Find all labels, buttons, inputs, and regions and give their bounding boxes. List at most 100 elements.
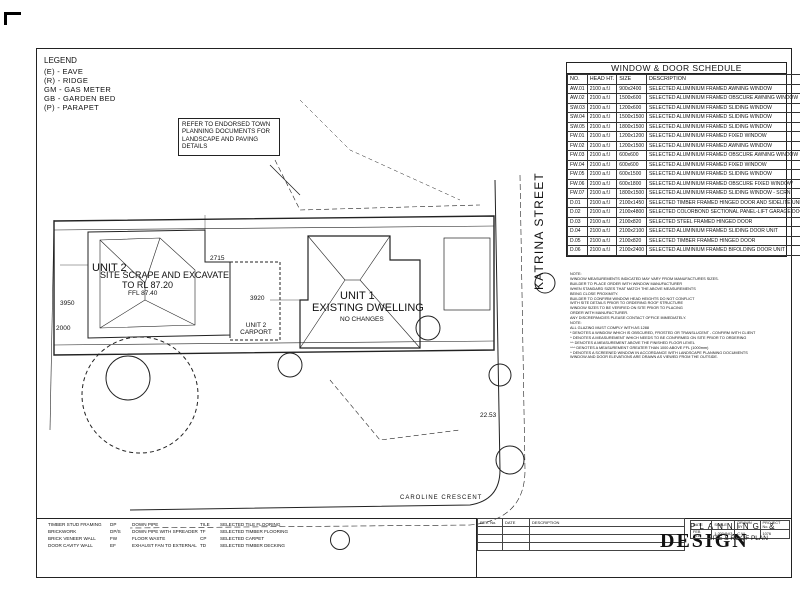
schedule-note: WITH SITE DETAILS PRIOR TO ORDERING ROOF… — [570, 301, 684, 306]
schedule-cell: D.04 — [567, 226, 588, 237]
fence-line — [53, 225, 495, 231]
tree-trunk-zone — [105, 355, 151, 401]
street-kerb-outer — [129, 174, 526, 529]
project-info: DATE SCALE DRAWN BY PROJECT No. FEB 2011… — [689, 520, 791, 539]
schedule-cell: SELECTED ALUMINIUM FRAMED SLIDING WINDOW… — [646, 188, 800, 199]
drawing-title: SITE & ROOF PLAN — [708, 535, 768, 542]
key-item: BRICK VENEER WALL — [48, 536, 96, 541]
schedule-cell: D.03 — [567, 216, 588, 227]
schedule-cell: 1500x600 — [616, 93, 648, 104]
key-item: BRICKWORK — [48, 529, 77, 534]
street-tree — [488, 363, 512, 387]
schedule-cell: SELECTED TIMBER FRAMED HINGED DOOR AND S… — [646, 197, 800, 208]
schedule-cell: D.02 — [567, 207, 588, 218]
unit1-rear-slab — [443, 237, 491, 311]
key-code: FW — [110, 536, 118, 541]
key-code: EF — [110, 543, 116, 548]
unit1-label: UNIT 1 — [340, 290, 375, 302]
key-column-drainage: DOWN PIPE DOWN PIPE WITH SPREADER FLOOR … — [132, 521, 198, 549]
schedule-cell: 2100 a.f.l — [586, 197, 618, 208]
fence-line — [53, 340, 495, 346]
key-item: SELECTED TIMBER FLOORING — [220, 529, 289, 534]
schedule-cell: 900x2400 — [616, 83, 648, 94]
schedule-note: BUILDER TO CONFIRM WINDOW HEAD HEIGHTS D… — [570, 296, 695, 301]
schedule-cell: 2100 a.f.l — [586, 83, 618, 94]
schedule-cell: SW.03 — [567, 102, 588, 113]
schedule-cell: 1200x1500 — [616, 140, 648, 151]
schedule-note: ORDER WITH MANUFACTURER. — [570, 311, 629, 316]
key-item: DOWN PIPE — [132, 522, 159, 527]
schedule-cell: FW.04 — [567, 159, 588, 170]
schedule-cell: SELECTED ALUMINIUM FRAMED OBSCURE AWNING… — [646, 93, 800, 104]
schedule-cell: 2100x2100 — [616, 226, 648, 237]
schedule-cell: SELECTED ALUMINIUM FRAMED SLIDING WINDOW — [646, 169, 800, 180]
unit2-ffl-label: FFL 87.40 — [128, 290, 158, 297]
schedule-cell: SELECTED ALUMINIUM FRAMED BIFOLDING DOOR… — [646, 245, 800, 256]
schedule-cell: SELECTED ALUMINIUM FRAMED SLIDING WINDOW — [646, 112, 800, 123]
revision-table: REV. No. DATE DESCRIPTION — [476, 518, 687, 578]
dimension: 2000 — [56, 325, 71, 332]
tree — [277, 352, 303, 378]
street-name-caroline: CAROLINE CRESCENT — [400, 495, 483, 501]
schedule-cell: 2100 a.f.l — [586, 169, 618, 180]
schedule-cell: 1500x1500 — [616, 112, 648, 123]
key-code: TD — [200, 543, 207, 548]
proj-header: DATE — [689, 520, 713, 530]
schedule-cell: 2100 a.f.l — [586, 245, 618, 256]
key-column-codes3: TILE TF CP TD — [200, 521, 210, 549]
schedule-header: DESCRIPTION — [646, 74, 800, 85]
consultant-logo-icon — [330, 530, 350, 550]
key-item: EXHAUST FAN TO EXTERNAL — [132, 543, 197, 548]
street-tree — [495, 445, 525, 475]
neighbour-boundary — [274, 159, 481, 211]
legend-item: GM - GAS METER — [44, 85, 112, 94]
key-item: SELECTED CARPET — [220, 536, 265, 541]
key-code: TF — [200, 529, 206, 534]
schedule-cell: FW.07 — [567, 188, 588, 199]
schedule-cell: 2100 a.f.l — [586, 159, 618, 170]
legend-item: GB - GARDEN BED — [44, 94, 116, 103]
schedule-notes: NOTE:WINDOW MEASUREMENTS INDICATED MAY V… — [570, 272, 784, 360]
schedule-cell: D.05 — [567, 235, 588, 246]
schedule-title: WINDOW & DOOR SCHEDULE — [567, 63, 786, 74]
schedule-cell: SELECTED COLORBOND SECTIONAL PANEL-LIFT … — [646, 207, 800, 218]
schedule-cell: SW.05 — [567, 121, 588, 132]
unit2-roof-inner — [99, 237, 196, 329]
schedule-cell: 1800x1500 — [616, 121, 648, 132]
legend-item: (E) - EAVE — [44, 67, 84, 76]
schedule-cell: D.01 — [567, 197, 588, 208]
schedule-cell: 2100 a.f.l — [586, 93, 618, 104]
schedule-header: SIZE — [616, 74, 648, 85]
schedule-cell: 600x1500 — [616, 169, 648, 180]
schedule-note: BUILDER TO PLACE ORDER WITH WINDOW MANUF… — [570, 281, 683, 286]
schedule-cell: 2100x1450 — [616, 197, 648, 208]
key-item: DOWN PIPE WITH SPREADER — [132, 529, 198, 534]
schedule-note: ^ DENOTES A MEASUREMENT WHICH NEEDS TO B… — [570, 335, 747, 340]
landscape-note-box: REFER TO ENDORSED TOWN PLANNING DOCUMENT… — [178, 118, 280, 156]
schedule-cell: SELECTED ALUMINIUM FRAMED SLIDING WINDOW — [646, 102, 800, 113]
schedule-cell: 2100x820 — [616, 216, 648, 227]
schedule-note: WINDOW SIZES TO BE VERIFIED ON SITE PRIO… — [570, 306, 683, 311]
schedule-note: * DENOTES A WINDOW WHICH IS OBSCURED, FR… — [570, 330, 756, 335]
schedule-cell: 1200x600 — [616, 102, 648, 113]
schedule-note: ^ DENOTES A SCREENED WINDOW IN ACCORDANC… — [570, 350, 748, 355]
schedule-cell: SELECTED ALUMINIUM FRAMED OBSCURE FIXED … — [646, 178, 800, 189]
proj-header: DRAWN BY — [734, 520, 761, 530]
key-code: DP/S — [110, 529, 121, 534]
schedule-cell: 2100 a.f.l — [586, 235, 618, 246]
schedule-cell: 2100 a.f.l — [586, 102, 618, 113]
street-tree — [534, 272, 556, 294]
schedule-note: WHEN STANDARD SIZES THAT MATCH THE ABOVE… — [570, 286, 696, 291]
schedule-note: ALL GLAZING MUST COMPLY WITH AS 1288 — [570, 325, 649, 330]
key-item: SELECTED TIMBER DECKING — [220, 543, 286, 548]
schedule-cell: FW.03 — [567, 150, 588, 161]
street-name-katrina: KATRINA STREET — [532, 172, 546, 290]
revision-header: DATE — [502, 518, 530, 527]
